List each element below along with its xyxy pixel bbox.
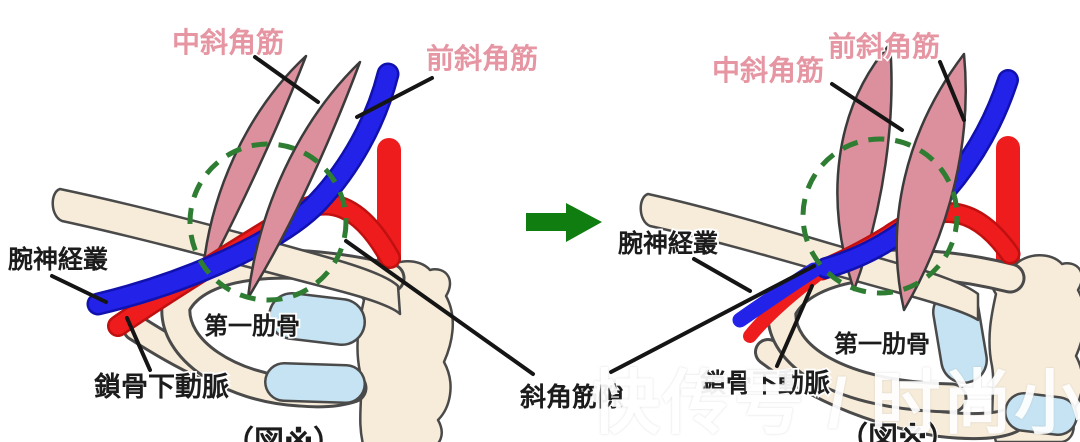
middle-scalene-callout-line	[830, 82, 904, 132]
right-partial-caption: （図※）	[838, 421, 957, 442]
shared-labels: 斜角筋隙	[344, 239, 816, 414]
right-arrow-icon	[526, 203, 602, 242]
anterior-scalene-label: 前斜角筋	[828, 30, 940, 62]
transform-arrow	[526, 203, 602, 242]
vertebra-bone	[988, 254, 1080, 442]
scalene-gap-callout-line-right	[609, 264, 816, 374]
clavicle-bone	[639, 192, 980, 322]
subclavian-artery-label: 鎖骨下動脈	[700, 368, 830, 398]
cartilage-upper	[934, 290, 986, 382]
anterior-scalene-callout-line	[355, 76, 434, 119]
middle-scalene-callout-line	[253, 55, 320, 104]
scalene-gap-callout-line-left	[344, 239, 535, 376]
left-partial-caption: （図※）	[224, 425, 343, 442]
brachial-plexus-label: 腕神経叢	[7, 245, 108, 274]
first-rib-label: 第一肋骨	[834, 330, 930, 358]
anterior-scalene-label: 前斜角筋	[426, 42, 538, 74]
subclavian-artery-callout-line	[775, 284, 814, 368]
anterior-scalene-callout-line	[938, 60, 966, 122]
first-rib-label: 第一肋骨	[204, 312, 300, 340]
cartilage-lower	[1006, 394, 1076, 434]
brachial-plexus-callout-line	[692, 257, 752, 293]
scalene-gap-circle	[800, 136, 960, 296]
scalene-gap-label: 斜角筋隙	[519, 382, 624, 412]
subclavian-artery-callout-line	[125, 316, 152, 372]
middle-scalene-label: 中斜角筋	[712, 54, 824, 86]
subclavian-artery-label: 鎖骨下動脈	[94, 371, 229, 402]
right-panel: 中斜角筋 前斜角筋 腕神経叢 第一肋骨 鎖骨下動脈 （図※）	[615, 29, 1080, 442]
brachial-plexus-band-distal	[732, 262, 822, 328]
left-panel: 中斜角筋 前斜角筋 腕神経叢 第一肋骨 鎖骨下動脈 （図※）	[5, 25, 540, 442]
cartilage-upper	[270, 294, 364, 344]
brachial-plexus-band	[89, 65, 397, 313]
scalene-gap-circle	[187, 141, 349, 303]
cartilage-lower	[266, 364, 364, 402]
anterior-scalene-muscle	[895, 52, 967, 312]
brachial-plexus-label: 腕神経叢	[617, 229, 718, 258]
brachial-plexus-callout-line	[50, 274, 108, 304]
middle-scalene-label: 中斜角筋	[172, 26, 284, 58]
